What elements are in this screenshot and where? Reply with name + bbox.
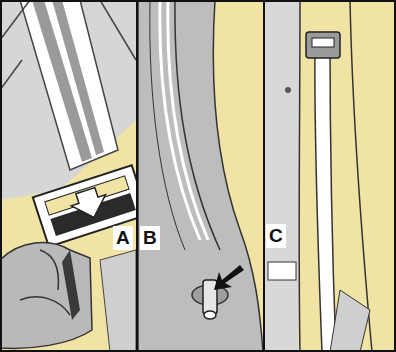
panel-letter: B — [140, 226, 160, 250]
panel-c — [265, 0, 396, 352]
panel-letter: C — [266, 224, 286, 248]
panel-letter: A — [113, 226, 133, 250]
panel-a — [0, 0, 148, 352]
panel-b — [138, 0, 263, 352]
